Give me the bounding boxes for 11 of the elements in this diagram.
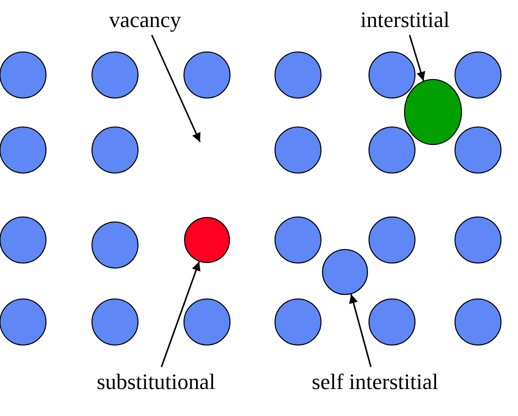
defect-label: interstitial	[348, 7, 462, 33]
defect-atom	[404, 79, 462, 145]
self-interstitial-atom	[322, 249, 368, 295]
leader-line	[349, 294, 372, 368]
defect-label: substitutional	[80, 369, 232, 395]
defect-label: self interstitial	[293, 369, 457, 395]
leader-line	[408, 34, 426, 82]
defect-atom	[184, 217, 230, 263]
defect-label: vacancy	[97, 7, 193, 33]
leader-line	[151, 34, 201, 142]
leader-line	[160, 261, 200, 368]
